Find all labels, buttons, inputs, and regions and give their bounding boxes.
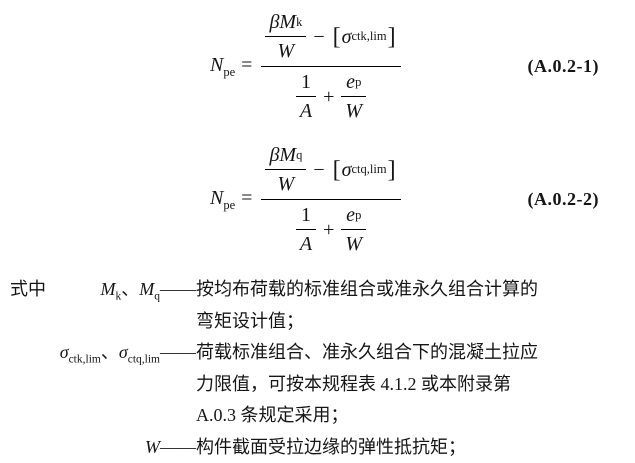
moment-denominator: W bbox=[274, 38, 299, 64]
equation-number: (A.0.2-2) bbox=[528, 189, 599, 210]
main-fraction-bar bbox=[261, 199, 400, 200]
subscript-ctk-lim: ctk,lim bbox=[351, 30, 386, 43]
beta-symbol: β bbox=[269, 143, 279, 167]
term-symbols: Mk、Mq bbox=[101, 274, 161, 306]
definition-text: 按均布荷载的标准组合或准永久组合计算的弯矩设计值； bbox=[196, 274, 548, 337]
definition-dash: —— bbox=[160, 432, 196, 463]
var-W: W bbox=[345, 99, 362, 123]
var-A: A bbox=[300, 232, 312, 256]
left-bracket: [ bbox=[332, 25, 342, 49]
fraction-bar bbox=[341, 96, 366, 97]
subscript-k: k bbox=[296, 16, 302, 29]
symbol-definitions: 式中 Mk、Mq —— 按均布荷载的标准组合或准永久组合计算的弯矩设计值； σc… bbox=[10, 274, 625, 463]
subscript-p: p bbox=[355, 209, 361, 222]
subscript-q: q bbox=[296, 149, 302, 162]
left-bracket: [ bbox=[332, 158, 342, 182]
definition-term: σctk,lim、σctq,lim bbox=[10, 337, 160, 369]
minus-sign: − bbox=[306, 158, 331, 182]
definition-text: 荷载标准组合、准永久组合下的混凝土拉应力限值，可按本规程表 4.1.2 或本附录… bbox=[196, 337, 548, 432]
definition-row-section-modulus: W —— 构件截面受拉边缘的弹性抵抗矩； bbox=[10, 432, 625, 463]
separator: 、 bbox=[121, 279, 139, 299]
fraction-bar bbox=[296, 229, 316, 230]
area-fraction: 1 A bbox=[296, 202, 316, 257]
plus-sign: + bbox=[316, 218, 341, 242]
var-M: M bbox=[139, 279, 154, 299]
sigma-symbol: σ bbox=[342, 158, 352, 182]
var-M: M bbox=[101, 279, 116, 299]
definition-text: 构件截面受拉边缘的弹性抵抗矩； bbox=[196, 432, 548, 463]
equals-sign: = bbox=[235, 187, 261, 209]
moment-denominator: W bbox=[274, 171, 299, 197]
subscript-ctq-lim: ctq,lim bbox=[128, 354, 160, 366]
equation-number: (A.0.2-1) bbox=[528, 56, 599, 77]
plus-sign: + bbox=[316, 85, 341, 109]
term-symbols: W bbox=[145, 432, 160, 463]
subscript-ctq-lim: ctq,lim bbox=[351, 163, 386, 176]
fraction-bar bbox=[265, 36, 306, 37]
definition-row-moments: 式中 Mk、Mq —— 按均布荷载的标准组合或准永久组合计算的弯矩设计值； bbox=[10, 274, 625, 337]
equation-lhs: Npe= bbox=[210, 54, 261, 79]
var-A: A bbox=[300, 99, 312, 123]
definition-term: W bbox=[10, 432, 160, 463]
where-label: 式中 bbox=[10, 274, 46, 306]
var-M: M bbox=[279, 143, 296, 167]
subscript-p: p bbox=[355, 76, 361, 89]
beta-symbol: β bbox=[269, 10, 279, 34]
main-fraction-bar bbox=[261, 66, 400, 67]
var-e: e bbox=[346, 203, 355, 227]
sigma-symbol: σ bbox=[342, 25, 352, 49]
definition-row-stress-limits: σctk,lim、σctq,lim —— 荷载标准组合、准永久组合下的混凝土拉应… bbox=[10, 337, 625, 432]
definition-dash: —— bbox=[160, 274, 196, 306]
equals-sign: = bbox=[235, 54, 261, 76]
area-denominator: A bbox=[296, 231, 316, 257]
equation-lhs: Npe= bbox=[210, 187, 261, 212]
fraction-bar bbox=[341, 229, 366, 230]
fraction-bar bbox=[265, 169, 306, 170]
term-symbols: σctk,lim、σctq,lim bbox=[60, 337, 160, 369]
right-bracket: ] bbox=[387, 25, 397, 49]
subscript-ctk-lim: ctk,lim bbox=[69, 354, 101, 366]
var-M: M bbox=[279, 10, 296, 34]
sigma-symbol: σ bbox=[60, 342, 69, 362]
definition-dash: —— bbox=[160, 337, 196, 369]
separator: 、 bbox=[101, 342, 119, 362]
subscript-pe: pe bbox=[223, 65, 235, 79]
area-denominator: A bbox=[296, 98, 316, 124]
var-W: W bbox=[278, 172, 295, 196]
eccentricity-denominator: W bbox=[341, 231, 366, 257]
var-W: W bbox=[278, 39, 295, 63]
subscript-pe: pe bbox=[223, 198, 235, 212]
var-N: N bbox=[210, 54, 223, 76]
area-numerator: 1 bbox=[297, 69, 315, 95]
area-numerator: 1 bbox=[297, 202, 315, 228]
minus-sign: − bbox=[306, 25, 331, 49]
var-N: N bbox=[210, 187, 223, 209]
sigma-symbol: σ bbox=[119, 342, 128, 362]
var-W: W bbox=[345, 232, 362, 256]
right-bracket: ] bbox=[387, 158, 397, 182]
var-e: e bbox=[346, 70, 355, 94]
eccentricity-denominator: W bbox=[341, 98, 366, 124]
definition-term: 式中 Mk、Mq bbox=[10, 274, 160, 306]
area-fraction: 1 A bbox=[296, 69, 316, 124]
fraction-bar bbox=[296, 96, 316, 97]
